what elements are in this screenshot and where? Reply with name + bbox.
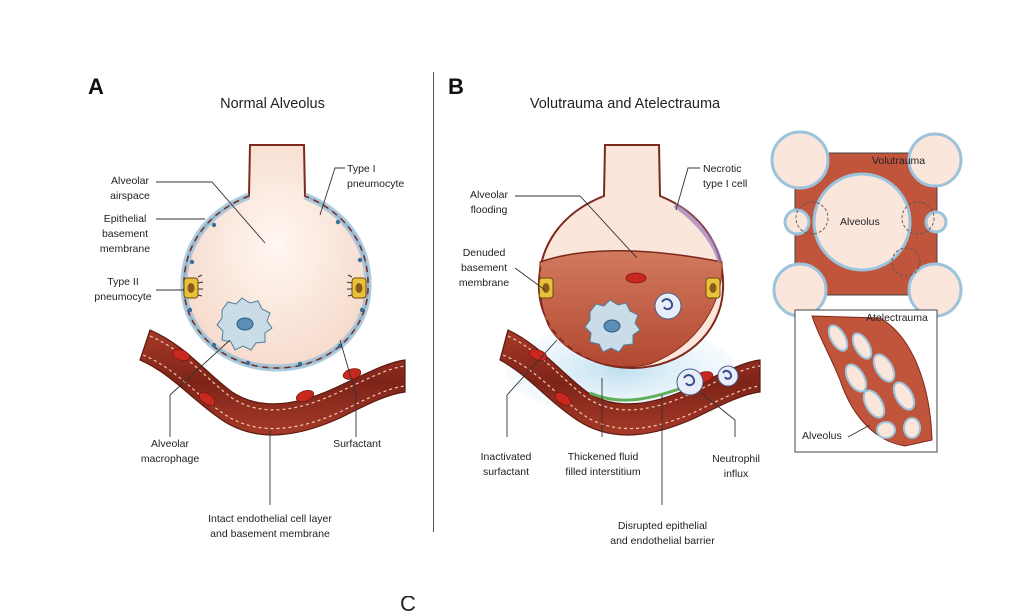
type-ii-pneumocyte-left	[183, 274, 204, 299]
panel-a-rbcs	[171, 348, 362, 406]
neutrophils	[654, 292, 739, 396]
macrophage-b	[584, 299, 641, 353]
inset-volutrauma	[770, 130, 963, 318]
panel-b-alveolus	[537, 144, 739, 396]
type-ii-pneumocyte-b-left	[538, 277, 554, 299]
panel-b-letter: B	[448, 74, 464, 99]
panel-b-leaders	[506, 167, 736, 505]
inset-volutrauma-title: Volutrauma	[872, 155, 926, 167]
panel-divider	[433, 72, 434, 532]
inset-atelectrauma	[794, 309, 938, 453]
next-panel-letter-partial: C	[400, 596, 416, 612]
inset-atelectrauma-title: Atelectrauma	[866, 312, 928, 324]
panel-b-title: Volutrauma and Atelectrauma	[529, 96, 721, 112]
panel-a-leaders	[156, 167, 357, 505]
type-ii-pneumocyte-right	[346, 274, 367, 299]
type-ii-pneumocyte-b-right	[705, 277, 721, 299]
panel-a-title: Normal Alveolus	[220, 96, 325, 112]
alveolar-macrophage-shape	[216, 297, 273, 351]
inset-volutrauma-alveolus-label: Alveolus	[840, 216, 880, 228]
inset-atelectrauma-alveolus-label: Alveolus	[802, 430, 842, 442]
label-surfactant: Surfactant	[333, 438, 381, 450]
panel-a-letter: A	[88, 74, 104, 99]
panel-a-alveolus	[180, 144, 372, 372]
panel-a-vessel	[139, 329, 406, 436]
